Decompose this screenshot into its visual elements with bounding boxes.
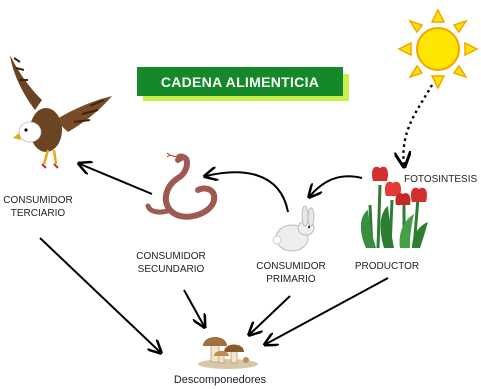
label-consumidor-secundario: CONSUMIDOR SECUNDARIO xyxy=(133,250,209,276)
arrow-productor-descomponedores xyxy=(266,277,389,344)
label-line: TERCIARIO xyxy=(10,208,66,219)
label-descomponedores: Descomponedores xyxy=(160,374,280,387)
label-line: PRIMARIO xyxy=(266,274,316,285)
arrow-productor-primario xyxy=(310,175,363,196)
eagle-icon xyxy=(10,55,112,169)
mushrooms-icon xyxy=(198,337,258,369)
label-fotosintesis: FOTOSINTESIS xyxy=(404,173,481,186)
title-banner: CADENA ALIMENTICIA xyxy=(137,67,349,101)
page-title: CADENA ALIMENTICIA xyxy=(137,67,343,96)
rabbit-icon xyxy=(272,205,315,252)
snake-icon xyxy=(145,152,218,220)
arrow-primario-secundario xyxy=(206,172,289,213)
label-line: CONSUMIDOR xyxy=(136,251,206,262)
label-line: FOTOSINTESIS xyxy=(404,174,478,185)
arrow-primario-descomponedores xyxy=(250,295,291,334)
label-line: CONSUMIDOR xyxy=(3,195,73,206)
tulips-icon xyxy=(360,166,428,249)
label-consumidor-primario: CONSUMIDOR PRIMARIO xyxy=(253,260,329,286)
label-consumidor-terciario: CONSUMIDOR TERCIARIO xyxy=(0,194,76,220)
label-line: PRODUCTOR xyxy=(354,261,420,272)
arrow-secundario-terciario xyxy=(80,164,153,195)
label-line: Descomponedores xyxy=(173,374,267,386)
arrow-terciario-descomponedores xyxy=(39,237,160,352)
sun-icon xyxy=(397,8,479,90)
arrow-secundario-descomponedores xyxy=(183,289,204,326)
label-productor: PRODUCTOR xyxy=(349,260,425,273)
photosynthesis-arrow xyxy=(403,84,434,165)
label-line: CONSUMIDOR xyxy=(256,261,326,272)
label-line: SECUNDARIO xyxy=(137,264,205,275)
